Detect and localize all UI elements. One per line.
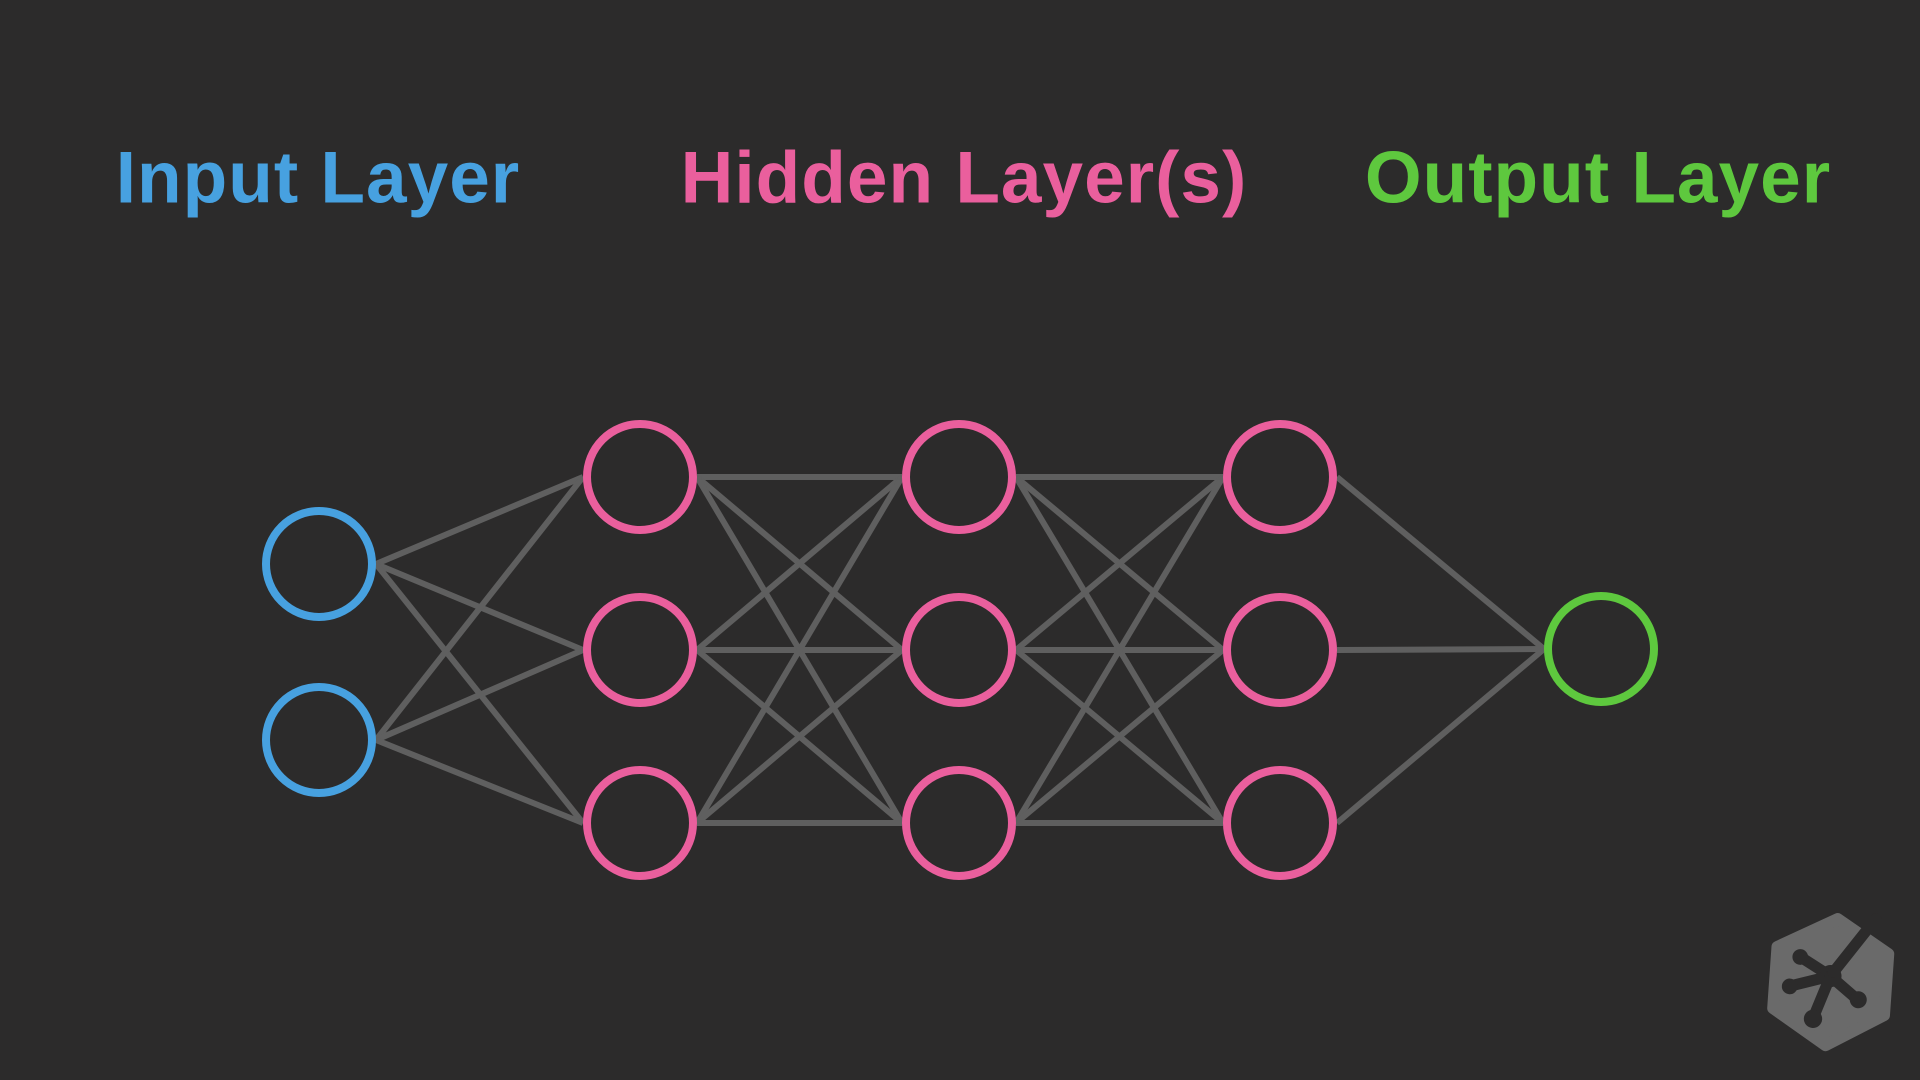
edge-hidden-layer-2-2-to-hidden-layer-3-1 bbox=[1014, 474, 1225, 653]
edge-input-layer-2-to-hidden-layer-1-3 bbox=[374, 737, 585, 826]
input-layer-node-2 bbox=[262, 683, 376, 797]
hidden-layer-1-node-1 bbox=[583, 420, 697, 534]
edge-hidden-layer-2-3-to-hidden-layer-3-2 bbox=[1014, 647, 1225, 826]
hidden-layer-3-node-2 bbox=[1223, 593, 1337, 707]
hidden-layer-2-node-1 bbox=[902, 420, 1016, 534]
hidden-layer-3-node-3 bbox=[1223, 766, 1337, 880]
edge-hidden-layer-1-3-to-hidden-layer-2-2 bbox=[695, 647, 904, 826]
hidden-layer-label: Hidden Layer(s) bbox=[680, 137, 1248, 219]
input-layer-node-1 bbox=[262, 507, 376, 621]
edge-input-layer-2-to-hidden-layer-1-2 bbox=[374, 647, 585, 743]
edge-hidden-layer-3-3-to-output-layer-1 bbox=[1335, 646, 1546, 826]
hidden-layer-2-node-3 bbox=[902, 766, 1016, 880]
output-layer-node-1 bbox=[1544, 592, 1658, 706]
hidden-layer-2-node-2 bbox=[902, 593, 1016, 707]
edge-hidden-layer-3-1-to-output-layer-1 bbox=[1335, 474, 1546, 652]
hidden-layer-3-node-1 bbox=[1223, 420, 1337, 534]
gecko-foot-cutout bbox=[1781, 913, 1882, 1029]
edge-input-layer-2-to-hidden-layer-1-1 bbox=[373, 475, 586, 742]
edge-hidden-layer-2-3-to-hidden-layer-3-1 bbox=[1013, 475, 1226, 825]
brand-logo bbox=[1767, 913, 1895, 1052]
edge-hidden-layer-1-2-to-hidden-layer-2-1 bbox=[695, 474, 904, 653]
logo-shape bbox=[1767, 913, 1895, 1052]
nodes-group bbox=[262, 420, 1658, 880]
output-layer-label: Output Layer bbox=[1364, 137, 1832, 219]
hidden-layer-1-node-3 bbox=[583, 766, 697, 880]
edge-input-layer-1-to-hidden-layer-1-1 bbox=[374, 474, 585, 567]
hidden-layer-1-node-2 bbox=[583, 593, 697, 707]
edge-hidden-layer-3-2-to-output-layer-1 bbox=[1336, 646, 1545, 653]
edges-group bbox=[373, 474, 1546, 826]
input-layer-label: Input Layer bbox=[115, 137, 521, 219]
edge-hidden-layer-1-3-to-hidden-layer-2-1 bbox=[694, 475, 905, 825]
